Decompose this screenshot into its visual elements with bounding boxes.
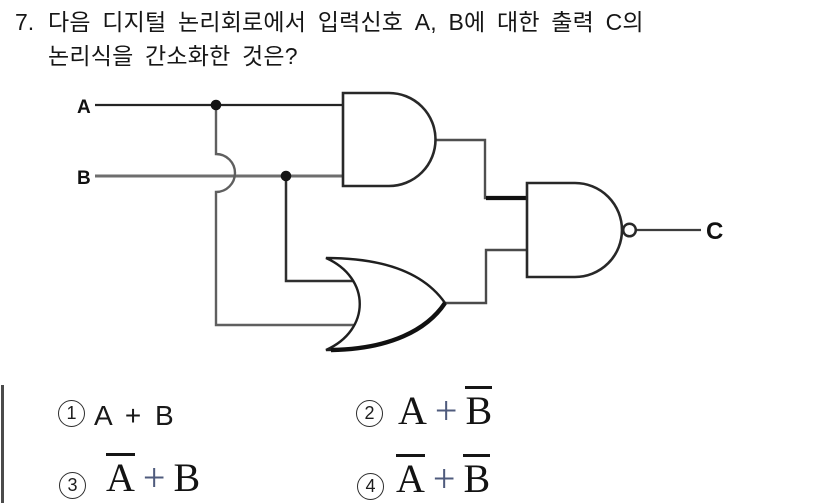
option-2-term-b: B [465,386,493,433]
wire-b-branch [284,176,366,283]
question-line-2: 논리식을 간소화한 것은? [15,39,644,73]
wire-and-to-nand [435,138,532,200]
wire-or-to-nand [444,248,532,305]
question-number: 7. [15,9,35,35]
option-2-expression: A + B [398,386,493,433]
junction-dot-b [280,170,292,182]
nand-inversion-bubble-icon [621,222,638,238]
option-4-term-b: B [463,454,491,501]
question-line-1: 7. 다음 디지털 논리회로에서 입력신호 A, B에 대한 출력 C의 [15,5,644,39]
option-3-number: 3 [59,472,86,499]
label-output-c: C [706,218,723,245]
or-gate [325,256,447,352]
option-1-number: 1 [58,400,85,427]
option-4-operator: + [432,456,456,501]
question-block: 7. 다음 디지털 논리회로에서 입력신호 A, B에 대한 출력 C의 논리식을… [15,5,644,73]
option-2-number: 2 [356,400,383,427]
option-1-expression: A + B [94,400,175,431]
option-4-expression: A + B [396,454,491,501]
label-input-b: B [77,168,91,189]
wire-a-branch-hop-over-b [214,105,366,327]
option-3-term-a: A [106,453,135,500]
option-3-term-b: B [173,455,201,500]
option-4-number: 4 [357,473,384,500]
option-3-operator: + [142,455,166,500]
label-input-a: A [77,97,91,118]
option-2-operator: + [434,388,458,433]
option-4-term-a: A [396,454,425,501]
left-margin-line [1,385,4,503]
question-text-line2: 논리식을 간소화한 것은? [48,43,298,69]
or-gate-bottom-edge-shade [330,301,447,353]
question-text-line1: 다음 디지털 논리회로에서 입력신호 A, B에 대한 출력 C의 [48,9,644,35]
and-gate [341,91,437,188]
option-3-expression: A + B [106,453,200,498]
option-2-term-a: A [398,388,427,433]
junction-dot-a [210,99,222,111]
nand-gate [525,181,624,279]
